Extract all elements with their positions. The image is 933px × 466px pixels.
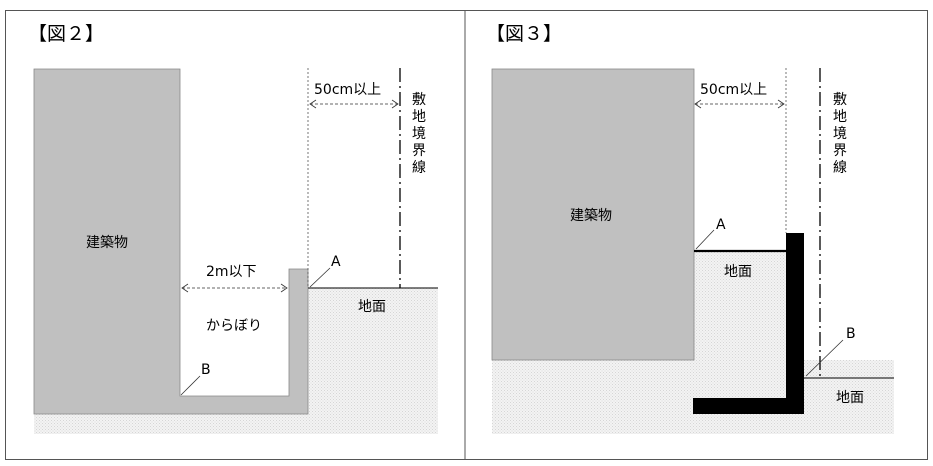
upper-ground-label: 地面 <box>724 264 752 280</box>
building-shape <box>491 68 695 361</box>
point-b-leader <box>180 375 201 396</box>
ground-fill-bottom <box>492 360 894 434</box>
svg-text:境: 境 <box>412 126 426 142</box>
svg-text:界: 界 <box>412 143 426 159</box>
setback-dimension-arrows <box>309 99 399 109</box>
point-a-leader <box>309 267 331 288</box>
figure-2-title: 【図２】 <box>28 23 104 45</box>
ground-fill-bottom <box>34 414 438 434</box>
svg-text:線: 線 <box>833 160 847 176</box>
figure-2: 【図２】 50cm以上 2m以下 建築物 からぼり 地面 A B 敷 地 <box>28 23 438 434</box>
building-label: 建築物 <box>86 235 128 251</box>
boundary-label: 敷 地 境 界 線 <box>412 92 426 176</box>
svg-text:線: 線 <box>412 160 426 176</box>
width-label: 2m以下 <box>206 264 257 280</box>
building-label: 建築物 <box>570 208 612 224</box>
point-a-leader <box>695 229 715 250</box>
lower-ground-label: 地面 <box>836 390 864 406</box>
ground-label: 地面 <box>358 299 386 315</box>
figure-3: 【図３】 50cm以上 建築物 地面 地面 A B 敷 地 <box>486 23 894 434</box>
point-b-label: B <box>846 326 856 342</box>
building-and-dry-area-shape <box>33 68 309 415</box>
point-b-leader <box>805 339 844 377</box>
outer-frame <box>5 10 928 460</box>
svg-text:境: 境 <box>833 126 847 142</box>
boundary-label: 敷 地 境 界 線 <box>833 92 847 176</box>
ground-fill-right <box>308 288 438 416</box>
setback-dimension-arrows <box>694 99 785 109</box>
setback-label: 50cm以上 <box>314 82 381 98</box>
width-dimension-arrows <box>181 283 288 293</box>
setback-label: 50cm以上 <box>700 82 767 98</box>
svg-text:地: 地 <box>412 109 426 125</box>
ground-fill-upper <box>694 252 788 364</box>
svg-text:界: 界 <box>833 143 847 159</box>
figure-3-title: 【図３】 <box>486 23 562 45</box>
svg-text:敷: 敷 <box>412 92 426 108</box>
point-a-label: A <box>716 217 726 233</box>
dry-area-label: からぼり <box>206 318 262 334</box>
svg-text:地: 地 <box>833 109 847 125</box>
point-a-label: A <box>331 254 341 270</box>
point-b-label: B <box>201 362 211 378</box>
retaining-wall <box>693 233 804 414</box>
svg-text:敷: 敷 <box>833 92 847 108</box>
